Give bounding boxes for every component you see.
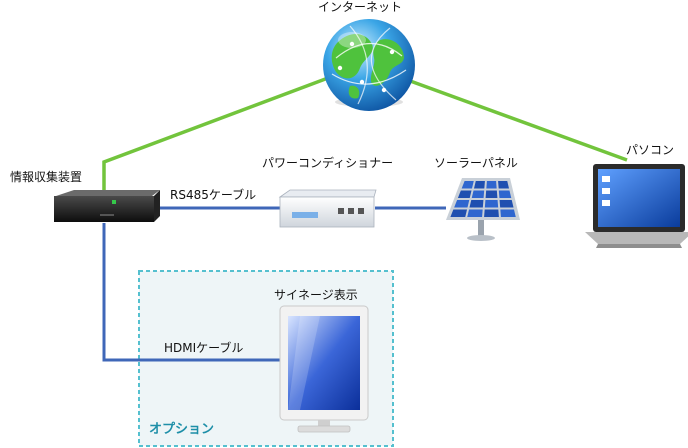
laptop-icon: [585, 164, 688, 248]
globe-icon: [323, 19, 415, 111]
solar-cell: [454, 200, 470, 208]
hdmi-cable-line: [102, 223, 282, 362]
solar-cell: [500, 209, 516, 217]
solar-cell: [484, 200, 499, 208]
internet-link-collector: [102, 73, 337, 194]
solar-panel-icon: [446, 178, 520, 241]
collector-label: 情報収集装置: [10, 170, 83, 184]
solar-cell: [457, 190, 472, 198]
solar-cell: [471, 190, 485, 198]
solar-cell: [469, 200, 484, 208]
solar-cell: [499, 200, 514, 208]
rs485-cable-label: RS485ケーブル: [170, 188, 257, 202]
solar-cell: [485, 190, 498, 198]
power-conditioner-label: パワーコンディショナー: [262, 156, 394, 170]
solar-cell: [498, 181, 510, 189]
solar-cell: [461, 181, 474, 189]
internet-label: インターネット: [318, 0, 403, 14]
solar-cell: [450, 209, 468, 217]
solar-panel-label: ソーラーパネル: [434, 156, 518, 170]
internet-link-pc: [401, 76, 628, 162]
solar-cell: [467, 209, 483, 217]
signage-label: サイネージ表示: [274, 288, 358, 302]
solar-cell: [486, 181, 497, 189]
device-box-icon: [54, 190, 160, 222]
solar-cell: [498, 190, 512, 198]
monitor-icon: [279, 305, 369, 433]
inverter-icon: [278, 189, 377, 228]
hdmi-cable-label: HDMIケーブル: [164, 341, 244, 355]
solar-cell: [473, 181, 485, 189]
pc-label: パソコン: [626, 143, 675, 157]
option-label: オプション: [149, 422, 215, 437]
solar-cell: [484, 209, 499, 217]
